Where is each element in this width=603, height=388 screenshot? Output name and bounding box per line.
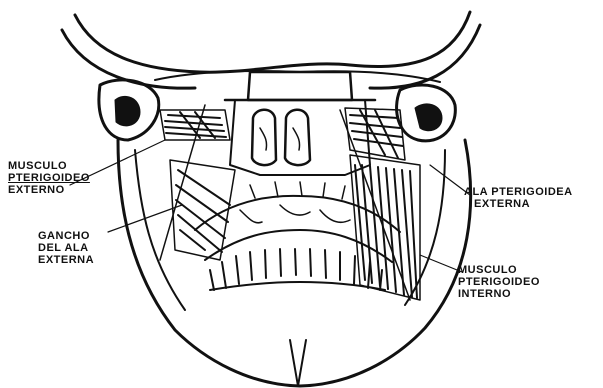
label-line: MUSCULO <box>8 160 90 172</box>
label-line: EXTERNO <box>8 184 90 196</box>
choanae <box>252 110 310 165</box>
leader-line-gancho <box>108 205 182 232</box>
label-line: DEL ALA <box>38 242 94 254</box>
leader-lines <box>70 140 470 272</box>
teeth-arch <box>195 182 400 290</box>
label-musculo-pterigoideo-interno: MUSCULO PTERIGOIDEO INTERNO <box>458 264 540 300</box>
label-line: EXTERNA <box>464 198 573 210</box>
left-condyle <box>99 80 159 140</box>
right-condyle <box>397 85 456 141</box>
cranial-base-outline <box>62 12 480 88</box>
label-line: ALA PTERIGOIDEA <box>464 186 573 198</box>
label-line: MUSCULO <box>458 264 540 276</box>
label-line: GANCHO <box>38 230 94 242</box>
label-line: PTERIGOIDEO <box>8 172 90 184</box>
left-external-pterygoid <box>160 110 230 140</box>
label-line: PTERIGOIDEO <box>458 276 540 288</box>
label-line: EXTERNA <box>38 254 94 266</box>
label-line: INTERNO <box>458 288 540 300</box>
label-gancho-del-ala-externa: GANCHO DEL ALA EXTERNA <box>38 230 94 266</box>
label-musculo-pterigoideo-externo: MUSCULO PTERIGOIDEO EXTERNO <box>8 160 90 196</box>
label-ala-pterigoidea-externa: ALA PTERIGOIDEA EXTERNA <box>464 186 573 210</box>
